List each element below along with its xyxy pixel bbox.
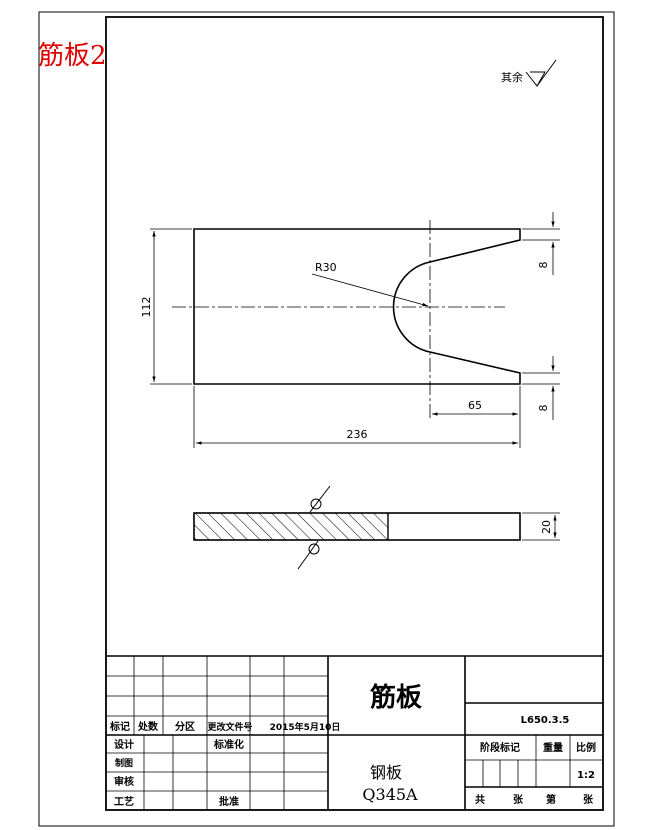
sheet-border (38, 11, 615, 827)
width-dimension: 236 (347, 428, 368, 441)
edge-dimension-lines (522, 212, 560, 420)
center-lines (172, 220, 505, 420)
role-review: 审核 (114, 775, 134, 788)
header-zone: 分区 (175, 720, 195, 733)
thickness-dimension: 20 (540, 520, 553, 534)
sheet-title: 筋板2 (38, 41, 107, 71)
role-standardization: 标准化 (213, 738, 244, 751)
part-name: 筋板 (370, 682, 422, 713)
section-hatch (194, 513, 388, 540)
title-block-grid (106, 655, 603, 810)
role-drafting: 制图 (115, 757, 133, 769)
surface-note-text: 其余 (501, 70, 523, 84)
front-view-outline (193, 228, 521, 385)
sheets-label: 张 (513, 793, 524, 806)
header-mark: 标记 (109, 720, 130, 733)
role-approval: 批准 (219, 795, 239, 808)
sheet-end-label: 张 (583, 793, 594, 806)
bottom-edge-dimension: 8 (537, 405, 550, 412)
top-edge-dimension: 8 (537, 262, 550, 269)
weld-symbol-bottom (297, 540, 320, 570)
height-dimension-lines (150, 228, 192, 385)
thickness-dimension-lines (522, 512, 560, 541)
total-label: 共 (475, 793, 485, 806)
drawing-frame (105, 16, 604, 811)
role-process: 工艺 (114, 795, 134, 808)
header-change-doc: 更改文件号 (207, 721, 252, 733)
stage-mark-label: 阶段标记 (480, 741, 520, 754)
height-dimension: 112 (140, 297, 153, 318)
scale-value: 1:2 (577, 770, 595, 781)
section-view-outline (193, 512, 521, 541)
weight-label: 重量 (543, 741, 563, 754)
weld-symbol-top (309, 485, 331, 513)
width-dimension-lines (193, 386, 521, 448)
sheet-label: 第 (546, 793, 556, 806)
surface-finish-symbol (525, 59, 557, 87)
material-grade: Q345A (362, 785, 418, 804)
radius-leader (311, 273, 429, 307)
drawing-number: L650.3.5 (521, 715, 570, 726)
radius-dimension: R30 (315, 261, 337, 274)
scale-label: 比例 (576, 741, 596, 754)
role-design: 设计 (114, 738, 134, 751)
header-date: 2015年5月10日 (270, 721, 341, 733)
slot-length-dimension: 65 (468, 399, 482, 412)
header-count: 处数 (137, 720, 159, 733)
material-name: 钢板 (370, 763, 402, 782)
